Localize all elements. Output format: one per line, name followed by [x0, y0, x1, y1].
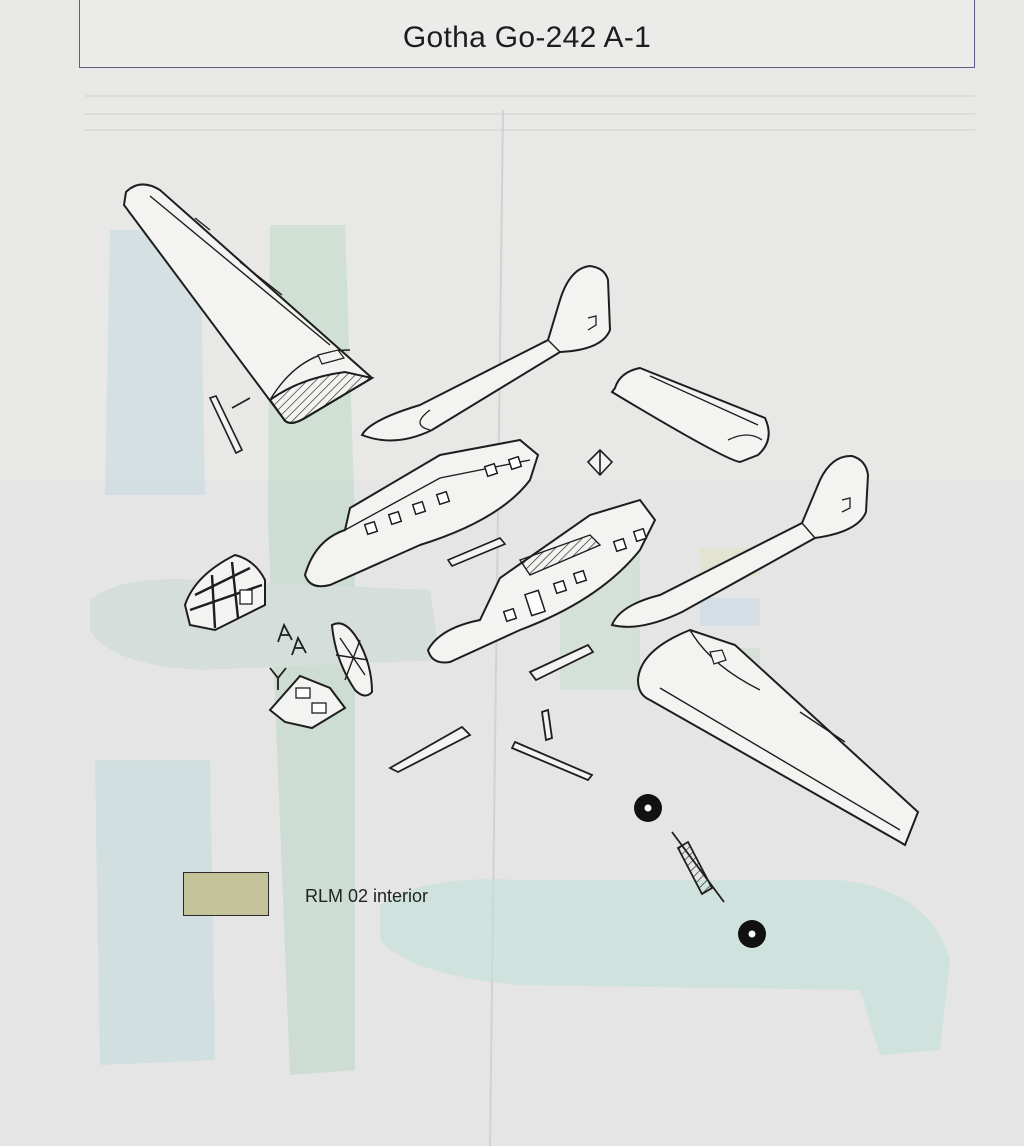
- strut-part-icon: [208, 395, 251, 455]
- undercarriage-parts-icon: [388, 643, 595, 782]
- tail-boom-upper-icon: [360, 264, 612, 442]
- rod-part-icon: [446, 537, 507, 567]
- canopy-icon: [183, 553, 266, 632]
- legend-label: RLM 02 interior: [305, 886, 429, 906]
- small-parts-icon: [269, 622, 307, 690]
- reverse-text-bleed: [85, 95, 975, 131]
- horizontal-stabilizer-icon: [610, 366, 770, 464]
- nose-bulkhead-icon: [330, 622, 374, 697]
- wheel-icon: [634, 794, 662, 822]
- page-title: Gotha Go-242 A-1: [402, 20, 652, 54]
- wing-right-icon: [636, 628, 920, 847]
- axle-strut-icon: [671, 831, 725, 903]
- fuselage-half-upper-icon: [303, 438, 540, 588]
- tail-boom-lower-icon: [610, 454, 870, 628]
- floor-panel-icon: [268, 674, 347, 730]
- wing-left-icon: [122, 183, 375, 424]
- color-swatch-rlm02: [183, 872, 269, 916]
- title-box: Gotha Go-242 A-1: [79, 0, 975, 68]
- wheel-icon: [738, 920, 766, 948]
- fuselage-half-lower-icon: [426, 498, 657, 664]
- small-bracket-icon: [586, 448, 614, 477]
